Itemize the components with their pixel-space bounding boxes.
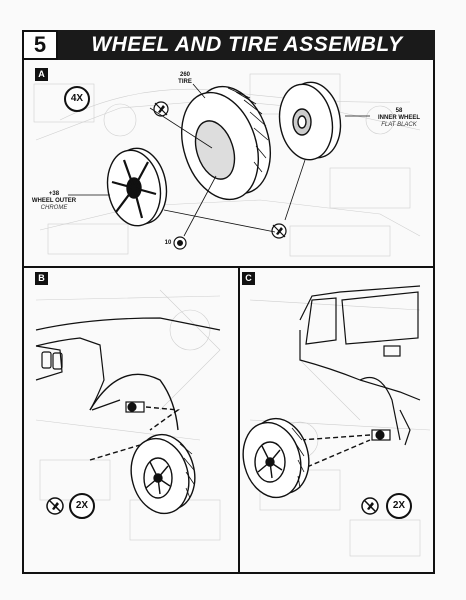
part-tire-name: TIRE [178,79,192,85]
panel-b-quantity-badge: 2X [69,493,95,519]
no-glue-icon [361,497,379,515]
panel-divider-horizontal [22,266,435,268]
panel-c-quantity-badge: 2X [386,493,412,519]
part-inner-wheel-number: 58 [395,108,403,114]
panel-b-label: B [35,272,48,285]
part-wheel-outer-finish: CHROME [40,205,68,211]
part-tire-callout: 260 TIRE [170,72,200,86]
part-inner-wheel-name: INNER WHEEL [378,115,420,121]
panel-a-quantity-badge: 4X [64,86,90,112]
part-wheel-outer-number: +38 [48,191,60,197]
no-glue-icon [153,101,169,117]
no-glue-icon [46,497,64,515]
inner-wheel-drawing [278,81,342,161]
part-wheel-outer-name: WHEEL OUTER [31,198,77,204]
step-number: 5 [22,30,58,60]
panel-divider-vertical [238,266,240,574]
part-inner-wheel-finish: FLAT BLACK [381,122,417,128]
page-title: WHEEL AND TIRE ASSEMBLY [91,33,403,56]
part-inner-wheel-callout: 58 INNER WHEEL FLAT BLACK [370,108,428,129]
panel-a-label: A [35,68,48,81]
tire-drawing [181,85,271,201]
step-header [22,30,435,60]
part-hub-number: 10 [164,240,172,246]
hub-drawing [173,236,187,250]
panel-c-label: C [242,272,255,285]
wheel-outer-drawing [106,147,168,227]
part-tire-number: 260 [179,72,190,78]
part-hub-callout: 10 [162,240,174,247]
panel-b-wheel-drawing [130,433,196,515]
panel-c-wheel-drawing [242,417,310,499]
part-wheel-outer-callout: +38 WHEEL OUTER CHROME [28,191,80,212]
